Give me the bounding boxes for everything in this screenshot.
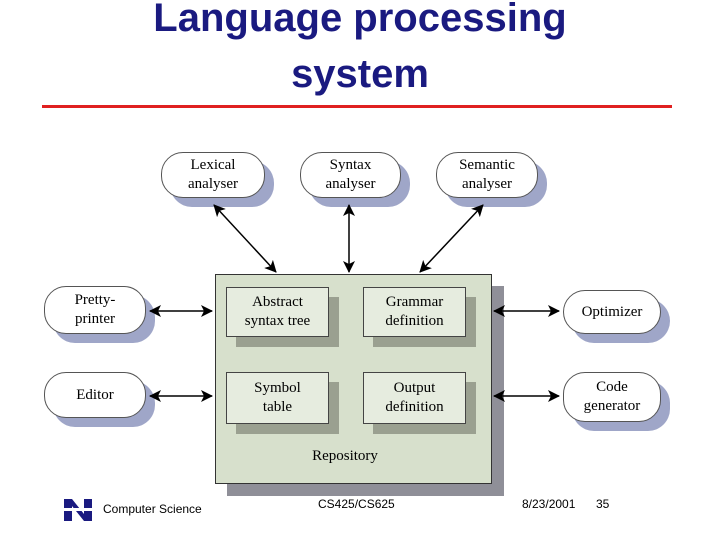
symbol-table-box: Symbol table [226,372,329,424]
arrow-semantic-repository [419,204,484,273]
output-line-2: definition [385,399,444,415]
editor-node: Editor [44,372,146,418]
lexical-line-1: Lexical [190,157,236,173]
optimizer-label: Optimizer [581,303,643,320]
optimizer-node: Optimizer [563,290,661,334]
symbol-line-2: table [262,399,293,415]
semantic-analyser-node: Semantic analyser [436,152,538,198]
syntax-line-1: Syntax [329,157,372,173]
semantic-line-2: analyser [462,176,512,192]
semantic-line-1: Semantic [459,157,515,173]
footer-date: 8/23/2001 [522,497,576,511]
output-line-1: Output [393,380,436,396]
abstract-syntax-tree-box: Abstract syntax tree [226,287,329,337]
grammar-line-1: Grammar [385,294,444,310]
footer-course: CS425/CS625 [318,497,395,511]
arrow-lexical-repository [213,204,277,273]
repository-label: Repository [312,448,378,464]
ast-line-2: syntax tree [244,313,311,329]
university-logo [62,497,94,523]
footer-department: Computer Science [103,502,202,516]
slide-title: Language processing system [0,0,720,102]
footer-page-number: 35 [596,497,610,511]
output-definition-box: Output definition [363,372,466,424]
editor-label: Editor [76,386,114,403]
title-line-2: system [291,52,429,96]
title-line-1: Language processing [153,0,567,40]
pretty-printer-node: Pretty- printer [44,286,146,334]
pretty-line-1: Pretty- [74,292,116,308]
lexical-line-2: analyser [188,176,238,192]
grammar-definition-box: Grammar definition [363,287,466,337]
syntax-analyser-node: Syntax analyser [300,152,401,198]
grammar-line-2: definition [385,313,444,329]
symbol-line-1: Symbol [254,380,301,396]
syntax-line-2: analyser [325,176,376,192]
title-underline [42,105,672,108]
codegen-line-2: generator [583,398,641,414]
ast-line-1: Abstract [252,294,303,310]
codegen-line-1: Code [596,379,628,395]
pretty-line-2: printer [75,311,115,327]
code-generator-node: Code generator [563,372,661,422]
lexical-analyser-node: Lexical analyser [161,152,265,198]
